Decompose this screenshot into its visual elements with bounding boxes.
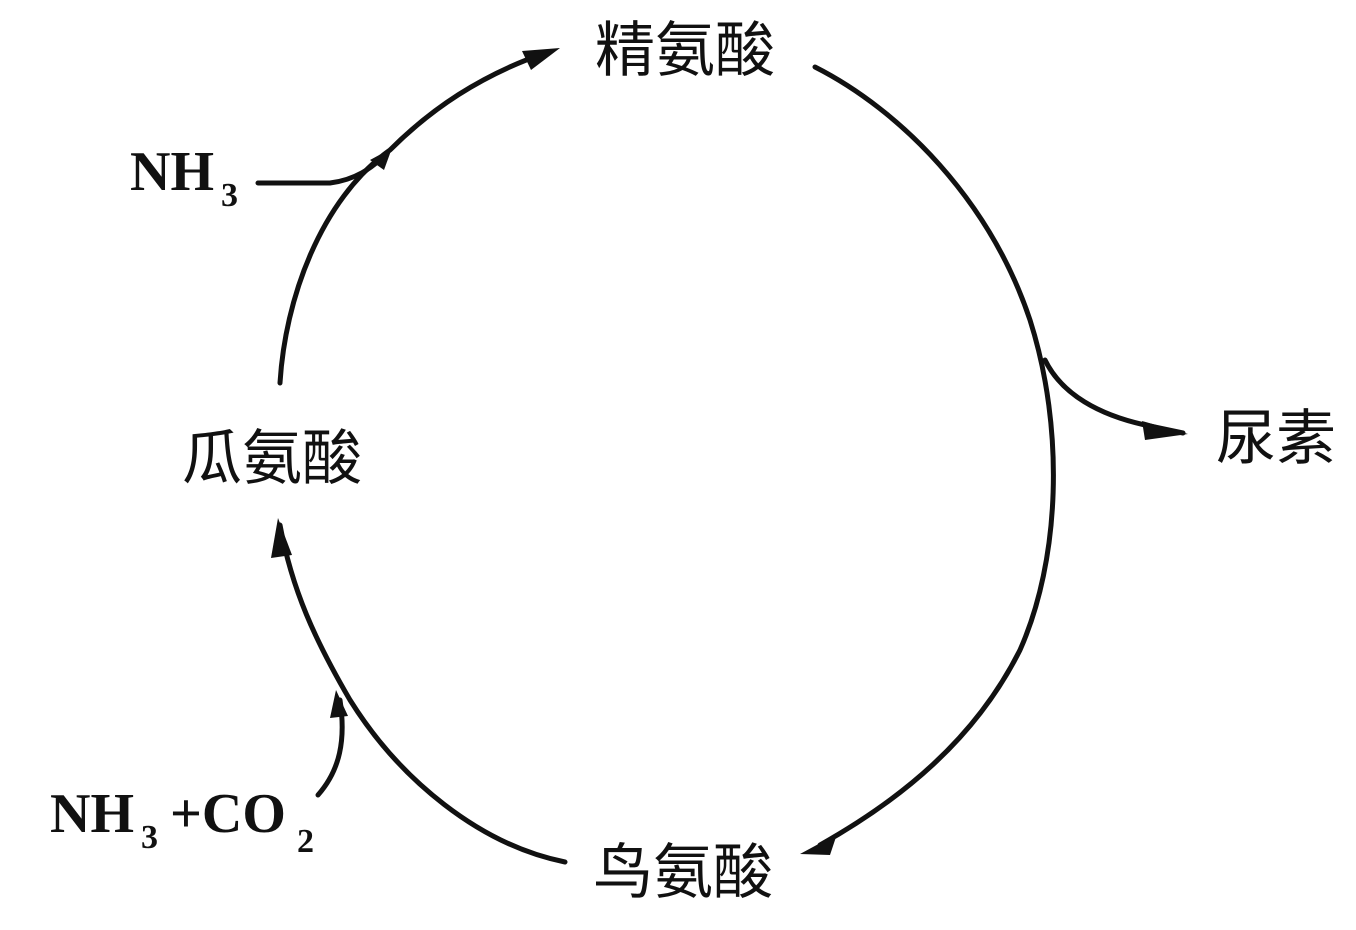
nh3-co2-sub1: 3: [141, 819, 158, 856]
arrowhead-nh3-merge: [370, 148, 392, 170]
node-arginine: 精氨酸: [595, 16, 775, 86]
arrowhead-to-arginine: [522, 48, 560, 70]
arrow-nh3-input: [255, 152, 388, 186]
node-urea: 尿素: [1216, 404, 1336, 474]
arrowhead-nh3-co2-merge: [330, 690, 348, 718]
arrowhead-to-citrulline: [271, 518, 292, 558]
arrow-urea-branch: [1042, 357, 1186, 436]
arc-arginine-to-ornithine: [812, 64, 1056, 848]
nh3-co2-main1: NH: [50, 783, 134, 845]
label-nh3-co2-bottom: NH 3 +CO 2: [50, 783, 314, 860]
arc-ornithine-to-citrulline: [277, 522, 568, 865]
nh3-top-sub: 3: [221, 177, 238, 214]
node-citrulline: 瓜氨酸: [182, 424, 362, 494]
node-ornithine: 鸟氨酸: [593, 838, 773, 908]
label-nh3-top: NH 3: [130, 141, 238, 214]
arrowhead-to-urea: [1142, 421, 1188, 440]
arrowhead-to-ornithine: [800, 834, 837, 855]
nh3-co2-sub2: 2: [297, 823, 314, 860]
nh3-co2-plus: +CO: [170, 783, 286, 845]
nh3-top-main: NH: [130, 141, 214, 203]
arc-citrulline-to-arginine: [277, 49, 551, 386]
